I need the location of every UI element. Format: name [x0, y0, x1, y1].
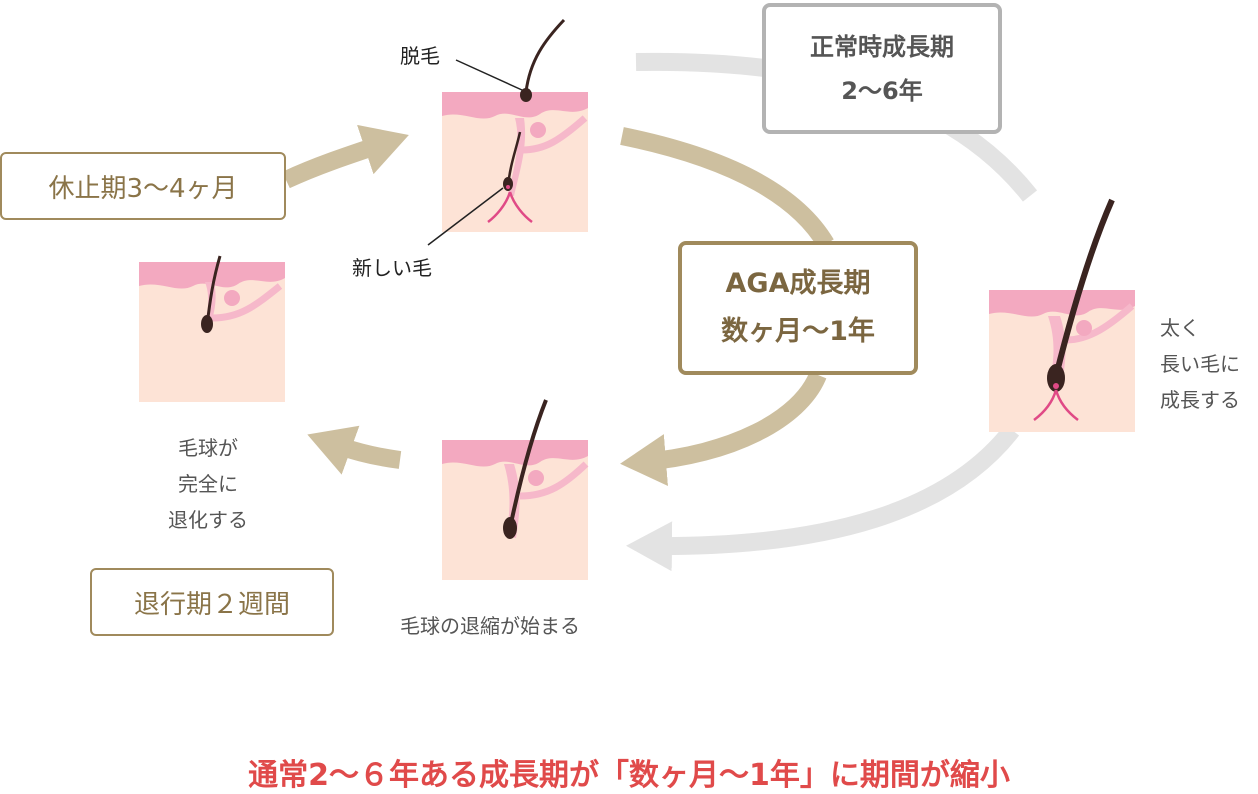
growth-note-line: 成長する	[1160, 388, 1240, 412]
aga-growth-phase-title: AGA成長期	[725, 268, 871, 299]
aga-growth-phase-duration: 数ヶ月〜1年	[721, 316, 875, 347]
summary-caption: 通常2〜６年ある成長期が「数ヶ月〜1年」に期間が縮小	[248, 758, 1010, 793]
rest-phase-box: 休止期3〜4ヶ月	[0, 152, 286, 220]
catagen-phase-box: 退行期２週間	[90, 568, 334, 636]
rest-phase-label: 休止期3〜4ヶ月	[48, 173, 238, 204]
normal-growth-phase-box: 正常時成長期 2〜6年	[762, 3, 1002, 134]
normal-cycle-arrow-bottom	[626, 424, 1020, 572]
bulb-regression-note: 毛球が 完全に 退化する	[160, 430, 256, 538]
skin-tile-shedding	[442, 18, 588, 232]
normal-growth-phase-duration: 2〜6年	[841, 76, 923, 105]
catagen-phase-label: 退行期２週間	[133, 589, 290, 620]
growth-note-line: 太く	[1160, 316, 1200, 340]
bulb-regression-line: 毛球が	[178, 436, 238, 460]
aga-cycle-arrow-bottom	[620, 371, 827, 487]
growth-note-line: 長い毛に	[1160, 352, 1240, 376]
rest-to-anagen-arrow	[282, 124, 409, 189]
normal-growth-phase-title: 正常時成長期	[810, 32, 954, 61]
aga-cycle-arrow-top	[620, 127, 834, 249]
catagen-to-rest-arrow	[307, 425, 402, 475]
skin-tile-rest	[139, 255, 285, 402]
bulb-regression-line: 退化する	[168, 508, 248, 532]
shedding-pointer	[455, 59, 523, 91]
new-hair-pointer	[427, 187, 504, 246]
aga-growth-phase-box: AGA成長期 数ヶ月〜1年	[678, 241, 918, 375]
bulb-shrink-note: 毛球の退縮が始まる	[400, 614, 580, 638]
growth-note: 太く 長い毛に 成長する	[1160, 310, 1240, 418]
skin-tile-growing	[989, 198, 1135, 432]
shedding-label: 脱毛	[400, 44, 440, 68]
bulb-regression-line: 完全に	[178, 472, 238, 496]
skin-tile-catagen	[442, 399, 589, 580]
new-hair-label: 新しい毛	[352, 256, 432, 280]
